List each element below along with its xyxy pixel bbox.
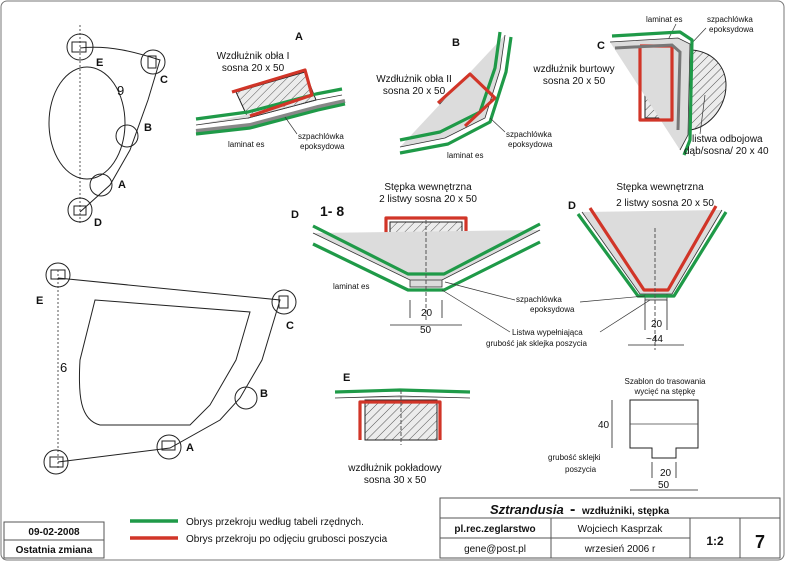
keel18-dim50: 50 bbox=[420, 325, 432, 336]
title-author: Wojciech Kasprzak bbox=[578, 524, 664, 535]
frame-9-view: E C B A D 9 bbox=[48, 25, 168, 229]
keel-note-listwa1: Listwa wypełniająca bbox=[512, 328, 583, 337]
section-c-rubbing-strip bbox=[689, 49, 727, 131]
title-org: pl.rec.zeglarstwo bbox=[454, 524, 535, 535]
legend-green-text: Obrys przekroju według tabeli rzędnych. bbox=[186, 517, 364, 528]
title-scale: 1:2 bbox=[706, 534, 724, 548]
section-c-szp2: epoksydowa bbox=[709, 25, 754, 34]
label-b-frame9: B bbox=[144, 122, 152, 134]
legend: Obrys przekroju według tabeli rzędnych. … bbox=[130, 517, 388, 545]
section-c-listwa2: dąb/sosna/ 20 x 40 bbox=[684, 146, 769, 157]
section-b-szp2: epoksydowa bbox=[508, 140, 553, 149]
keel9-dim20: 20 bbox=[651, 319, 663, 330]
keel-notes: szpachlówka epoksydowa Listwa wypełniają… bbox=[441, 281, 651, 348]
section-e: E wzdłużnik pokładowy sosna 30 x 50 bbox=[334, 372, 471, 486]
section-a-szp2: epoksydowa bbox=[300, 142, 345, 151]
section-c-laminat: laminat es bbox=[646, 15, 682, 24]
revision-date: 09-02-2008 bbox=[28, 527, 80, 538]
section-a-label: A bbox=[295, 31, 303, 43]
label-e-frame6: E bbox=[36, 295, 43, 307]
keel9-label-d: D bbox=[568, 200, 576, 212]
label-c-frame6: C bbox=[286, 320, 294, 332]
title-email: gene@post.pl bbox=[464, 544, 526, 555]
template-title1: Szablon do trasowania bbox=[625, 377, 706, 386]
keel9-dim44: ~44 bbox=[646, 334, 663, 345]
revision-stamp: 09-02-2008 Ostatnia zmiana bbox=[3, 521, 105, 559]
keel18-laminat: laminat es bbox=[333, 282, 369, 291]
keel-note-szp2: epoksydowa bbox=[530, 305, 575, 314]
keel18-label-d: D bbox=[291, 209, 299, 221]
keel9-title2: 2 listwy sosna 20 x 50 bbox=[616, 198, 714, 209]
section-e-title1: wzdłużnik pokładowy bbox=[347, 463, 441, 474]
section-a-title2: sosna 20 x 50 bbox=[222, 63, 285, 74]
template-note1: grubość sklejki bbox=[548, 453, 601, 462]
title-subtitle: wzdłużniki, stępka bbox=[581, 506, 670, 517]
template-dim40: 40 bbox=[598, 420, 610, 431]
section-a: A Wzdłużnik obła I sosna 20 x 50 laminat… bbox=[195, 31, 346, 151]
keel18-title2: 2 listwy sosna 20 x 50 bbox=[379, 194, 477, 205]
section-a-title1: Wzdłużnik obła I bbox=[217, 51, 290, 62]
title-block: Sztrandusia - wzdłużniki, stępka pl.rec.… bbox=[439, 497, 781, 559]
section-c: C laminat es szpachlówka epoksydowa wzdł… bbox=[532, 15, 769, 157]
template-title2: wycięć na stępkę bbox=[634, 387, 696, 396]
keel18-dim20: 20 bbox=[421, 308, 433, 319]
keel-note-szp1: szpachlówka bbox=[516, 295, 562, 304]
title-project: Sztrandusia bbox=[490, 502, 564, 517]
label-a-frame6: A bbox=[186, 442, 194, 454]
title-date: wrzesień 2006 r bbox=[584, 544, 656, 555]
label-e-frame9: E bbox=[96, 57, 103, 69]
section-b-title2: sosna 20 x 50 bbox=[383, 86, 446, 97]
template-dim20: 20 bbox=[660, 468, 672, 479]
section-a-szp1: szpachlówka bbox=[298, 132, 344, 141]
keel-section-1-8: D 1- 8 Stępka wewnętrzna 2 listwy sosna … bbox=[291, 182, 541, 336]
section-c-title2: sosna 20 x 50 bbox=[543, 76, 606, 87]
section-a-laminat: laminat es bbox=[228, 140, 264, 149]
frame-number-9: 9 bbox=[117, 83, 124, 98]
template-note2: poszycia bbox=[565, 465, 597, 474]
frame-6-view: E C B A 6 bbox=[36, 262, 297, 475]
section-b-label: B bbox=[452, 37, 460, 49]
section-b-szp1: szpachlówka bbox=[506, 130, 552, 139]
section-c-title1: wzdłużnik burtowy bbox=[532, 64, 614, 75]
keel-note-listwa2: grubość jak sklejka poszycia bbox=[486, 339, 587, 348]
keel-template: Szablon do trasowania wycięć na stępkę 4… bbox=[548, 377, 706, 491]
keel-section-9: D 9 Stępka wewnętrzna 2 listwy sosna 20 … bbox=[568, 182, 728, 350]
title-sheet-number: 7 bbox=[755, 532, 765, 552]
keel18-frame-range: 1- 8 bbox=[320, 203, 344, 219]
section-c-label: C bbox=[597, 40, 605, 52]
legend-red-text: Obrys przekroju po odjęciu grubosci posz… bbox=[186, 534, 388, 545]
revision-label: Ostatnia zmiana bbox=[16, 545, 93, 556]
section-e-label: E bbox=[343, 372, 350, 384]
section-b-laminat: laminat es bbox=[447, 151, 483, 160]
section-c-szp1: szpachlówka bbox=[707, 15, 753, 24]
title-dash: - bbox=[570, 501, 575, 518]
section-b-title1: Wzdłużnik obła II bbox=[376, 74, 452, 85]
label-a-frame9: A bbox=[118, 179, 126, 191]
frame-number-6: 6 bbox=[60, 360, 67, 375]
keel9-title1: Stępka wewnętrzna bbox=[616, 182, 704, 193]
section-c-listwa1: listwa odbojowa bbox=[692, 134, 763, 145]
label-b-frame6: B bbox=[260, 388, 268, 400]
label-c-frame9: C bbox=[160, 74, 168, 86]
section-e-title2: sosna 30 x 50 bbox=[364, 475, 427, 486]
keel18-title1: Stępka wewnętrzna bbox=[384, 182, 472, 193]
label-d-frame9: D bbox=[94, 217, 102, 229]
template-dim50: 50 bbox=[658, 480, 670, 491]
section-b: B Wzdłużnik obła II sosna 20 x 50 lamina… bbox=[376, 31, 553, 160]
